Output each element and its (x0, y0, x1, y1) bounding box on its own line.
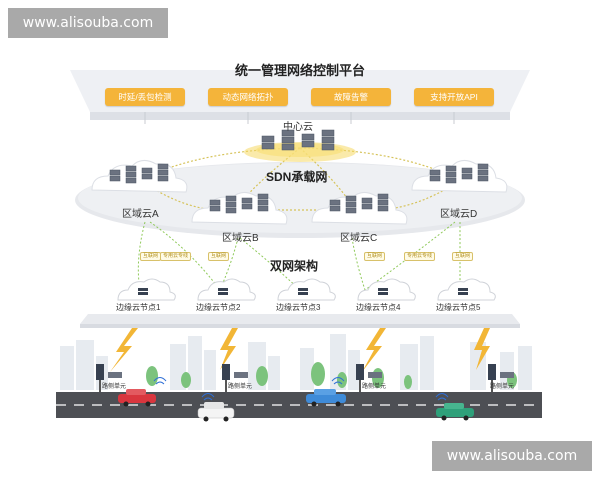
cars (118, 389, 474, 422)
link-tag-2: 专用云专线 (160, 252, 192, 261)
link-tag-4: 互联网 (364, 252, 386, 261)
edge-node-label-1: 边缘云节点1 (116, 303, 161, 312)
server-stacks (109, 129, 489, 214)
watermark-top: www.alisouba.com (8, 8, 168, 38)
link-tag-1: 互联网 (140, 252, 162, 261)
edge-node-label-3: 边缘云节点3 (276, 303, 321, 312)
link-tag-3: 互联网 (208, 252, 230, 261)
feature-latency-loss: 时延/丢包检测 (105, 88, 185, 106)
roadside-unit-label-1: 路侧单元 (102, 384, 127, 390)
sdn-label: SDN承载网 (266, 170, 328, 184)
city-skyline (60, 334, 532, 390)
roadside-unit-label-2: 路侧单元 (228, 384, 253, 390)
region-label-b: 区域云B (222, 233, 259, 244)
watermark-bottom: www.alisouba.com (432, 441, 592, 471)
region-label-a: 区域云A (122, 209, 159, 220)
feature-dynamic-topology: 动态网络拓扑 (208, 88, 288, 106)
region-label-c: 区域云C (340, 233, 378, 244)
dual-network-label: 双网架构 (270, 259, 319, 273)
roadside-unit-label-4: 路侧单元 (490, 384, 515, 390)
edge-node-label-4: 边缘云节点4 (356, 303, 401, 312)
edge-layer-slab (80, 314, 520, 324)
trees (146, 362, 517, 389)
feature-fault-alarm: 故障告警 (311, 88, 391, 106)
link-tag-5: 专用云专线 (404, 252, 436, 261)
signal-icons (153, 377, 449, 401)
roadside-units (96, 364, 514, 392)
edge-node-servers (138, 288, 468, 295)
region-label-d: 区域云D (440, 209, 478, 220)
feature-open-api: 支持开放API (414, 88, 494, 106)
center-cloud-label: 中心云 (283, 122, 313, 133)
platform-title: 统一管理网络控制平台 (234, 63, 365, 78)
platform-arrows (144, 112, 455, 124)
wireless-bolts (110, 328, 490, 372)
edge-node-label-2: 边缘云节点2 (196, 303, 241, 312)
roadside-unit-label-3: 路侧单元 (362, 384, 387, 390)
edge-node-label-5: 边缘云节点5 (436, 303, 481, 312)
center-cloud (244, 142, 356, 162)
link-tag-6: 互联网 (452, 252, 474, 261)
